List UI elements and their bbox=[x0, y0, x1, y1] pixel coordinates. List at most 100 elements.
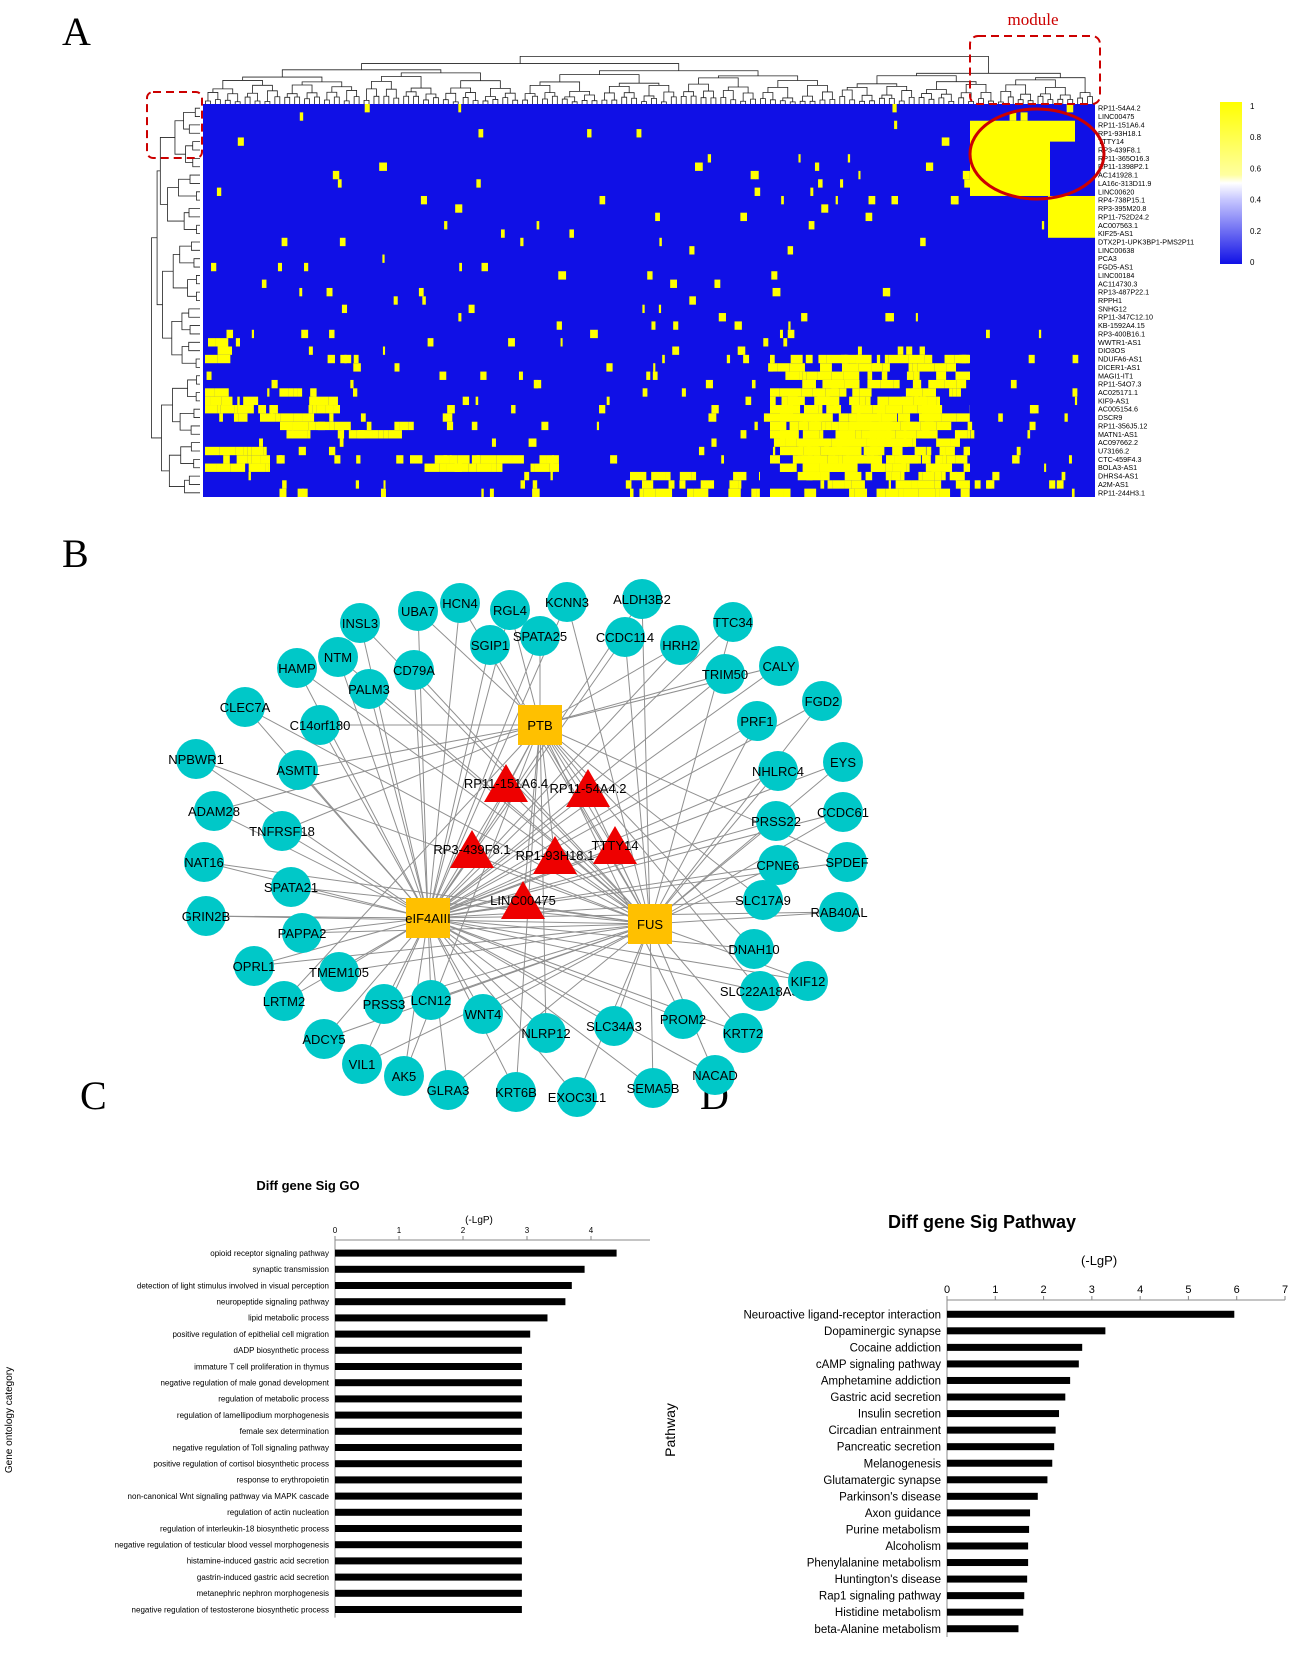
heat-cell bbox=[848, 413, 857, 422]
target-gene-label: ADCY5 bbox=[302, 1032, 345, 1047]
heat-cell bbox=[458, 104, 462, 113]
heat-cell bbox=[868, 195, 876, 205]
heat-cell bbox=[954, 354, 964, 364]
heat-cell bbox=[297, 388, 303, 397]
dendrogram-branch bbox=[591, 100, 598, 104]
heat-cell bbox=[235, 446, 244, 456]
heat-cell bbox=[550, 471, 553, 481]
heat-cell bbox=[422, 296, 426, 305]
network-edge bbox=[283, 724, 541, 1002]
heat-cell bbox=[223, 455, 230, 464]
bar bbox=[947, 1542, 1029, 1550]
target-gene-node bbox=[349, 669, 389, 709]
dendrogram-branch bbox=[326, 91, 338, 100]
dendrogram-branch bbox=[490, 88, 511, 97]
heat-cell bbox=[1071, 488, 1075, 497]
heat-cell bbox=[865, 471, 873, 481]
dendrogram-branch bbox=[901, 90, 913, 101]
target-gene-node bbox=[398, 591, 438, 631]
heat-cell bbox=[268, 463, 270, 472]
x-tick-label: 0 bbox=[333, 1226, 338, 1235]
heat-cell bbox=[818, 354, 827, 364]
heat-cell bbox=[299, 112, 304, 121]
network-edge bbox=[368, 688, 429, 919]
bar bbox=[335, 1557, 522, 1565]
heat-cell bbox=[884, 354, 889, 364]
heat-cell bbox=[333, 405, 340, 414]
heatmap-row-label: RP4-738P15.1 bbox=[1098, 196, 1145, 205]
bar bbox=[947, 1443, 1055, 1451]
dendrogram-branch bbox=[1057, 98, 1064, 104]
heat-cell bbox=[459, 262, 462, 272]
module-annotations: module bbox=[146, 10, 1106, 201]
category-label: gastrin-induced gastric acid secretion bbox=[197, 1573, 329, 1582]
dendrogram-branch bbox=[381, 76, 422, 89]
target-gene-label: WNT4 bbox=[465, 1007, 502, 1022]
heat-cell bbox=[920, 421, 937, 431]
heat-cell bbox=[489, 488, 494, 497]
heat-cell bbox=[974, 480, 981, 489]
target-gene-label: C14orf180 bbox=[290, 718, 351, 733]
heat-cell bbox=[636, 129, 642, 138]
network-edge bbox=[427, 602, 461, 919]
heat-cell bbox=[780, 413, 787, 422]
heat-cell bbox=[447, 405, 455, 414]
bar bbox=[947, 1310, 1235, 1318]
network-edge bbox=[427, 644, 681, 919]
heat-cell bbox=[886, 455, 895, 464]
dendrogram-branch bbox=[161, 404, 173, 472]
heat-cell bbox=[1061, 471, 1066, 481]
dendrogram-branch bbox=[452, 101, 459, 104]
heat-cell bbox=[939, 488, 951, 497]
heat-cell bbox=[1068, 455, 1072, 464]
network-edge bbox=[413, 669, 651, 925]
heat-cell bbox=[835, 430, 848, 439]
heat-cell bbox=[251, 455, 261, 464]
bar bbox=[335, 1411, 522, 1419]
heat-cell bbox=[911, 388, 920, 397]
heat-cell bbox=[960, 488, 970, 497]
dendrogram-branch bbox=[383, 95, 390, 104]
network-edge bbox=[427, 917, 716, 1076]
heat-cell bbox=[418, 287, 424, 297]
heat-cell bbox=[1017, 179, 1026, 188]
heatmap-row-label: U73166.2 bbox=[1098, 447, 1129, 456]
heat-cell bbox=[906, 346, 913, 355]
network-edge bbox=[539, 724, 761, 992]
heat-cell bbox=[665, 471, 671, 481]
heat-cell bbox=[1049, 480, 1056, 489]
dendrogram-branch bbox=[921, 93, 932, 100]
category-label: Neuroactive ligand-receptor interaction bbox=[743, 1309, 941, 1321]
dendrogram-branch bbox=[423, 99, 429, 104]
bar bbox=[335, 1265, 585, 1273]
heat-cell bbox=[963, 463, 970, 472]
heat-cell bbox=[339, 438, 344, 447]
heat-cell bbox=[312, 405, 317, 414]
heat-cell bbox=[1056, 480, 1064, 489]
heat-cell bbox=[596, 421, 600, 431]
target-gene-node bbox=[802, 681, 842, 721]
heat-cell bbox=[457, 455, 470, 464]
dendrogram-branch bbox=[1045, 86, 1066, 95]
heat-cell bbox=[339, 237, 346, 247]
dendrogram-branch bbox=[205, 100, 211, 104]
heat-cell bbox=[208, 338, 216, 347]
category-label: lipid metabolic process bbox=[248, 1314, 329, 1323]
network-edge bbox=[447, 923, 651, 1091]
heat-cell bbox=[779, 329, 783, 339]
x-tick-label: 0 bbox=[944, 1284, 950, 1296]
heat-cell bbox=[549, 463, 560, 472]
dendrogram-branch bbox=[413, 95, 419, 104]
legend-tick-label: 0 bbox=[1250, 258, 1255, 267]
target-gene-node bbox=[490, 590, 530, 630]
target-gene-node bbox=[758, 845, 798, 885]
heat-cell bbox=[237, 405, 254, 414]
heat-cell bbox=[892, 446, 903, 456]
target-gene-label: KRT72 bbox=[723, 1026, 763, 1041]
heat-cell bbox=[955, 455, 968, 464]
heat-cell bbox=[281, 237, 288, 247]
heat-cell bbox=[258, 405, 267, 414]
bar bbox=[947, 1592, 1025, 1600]
heat-cell bbox=[312, 396, 329, 406]
heat-cell bbox=[496, 455, 513, 464]
